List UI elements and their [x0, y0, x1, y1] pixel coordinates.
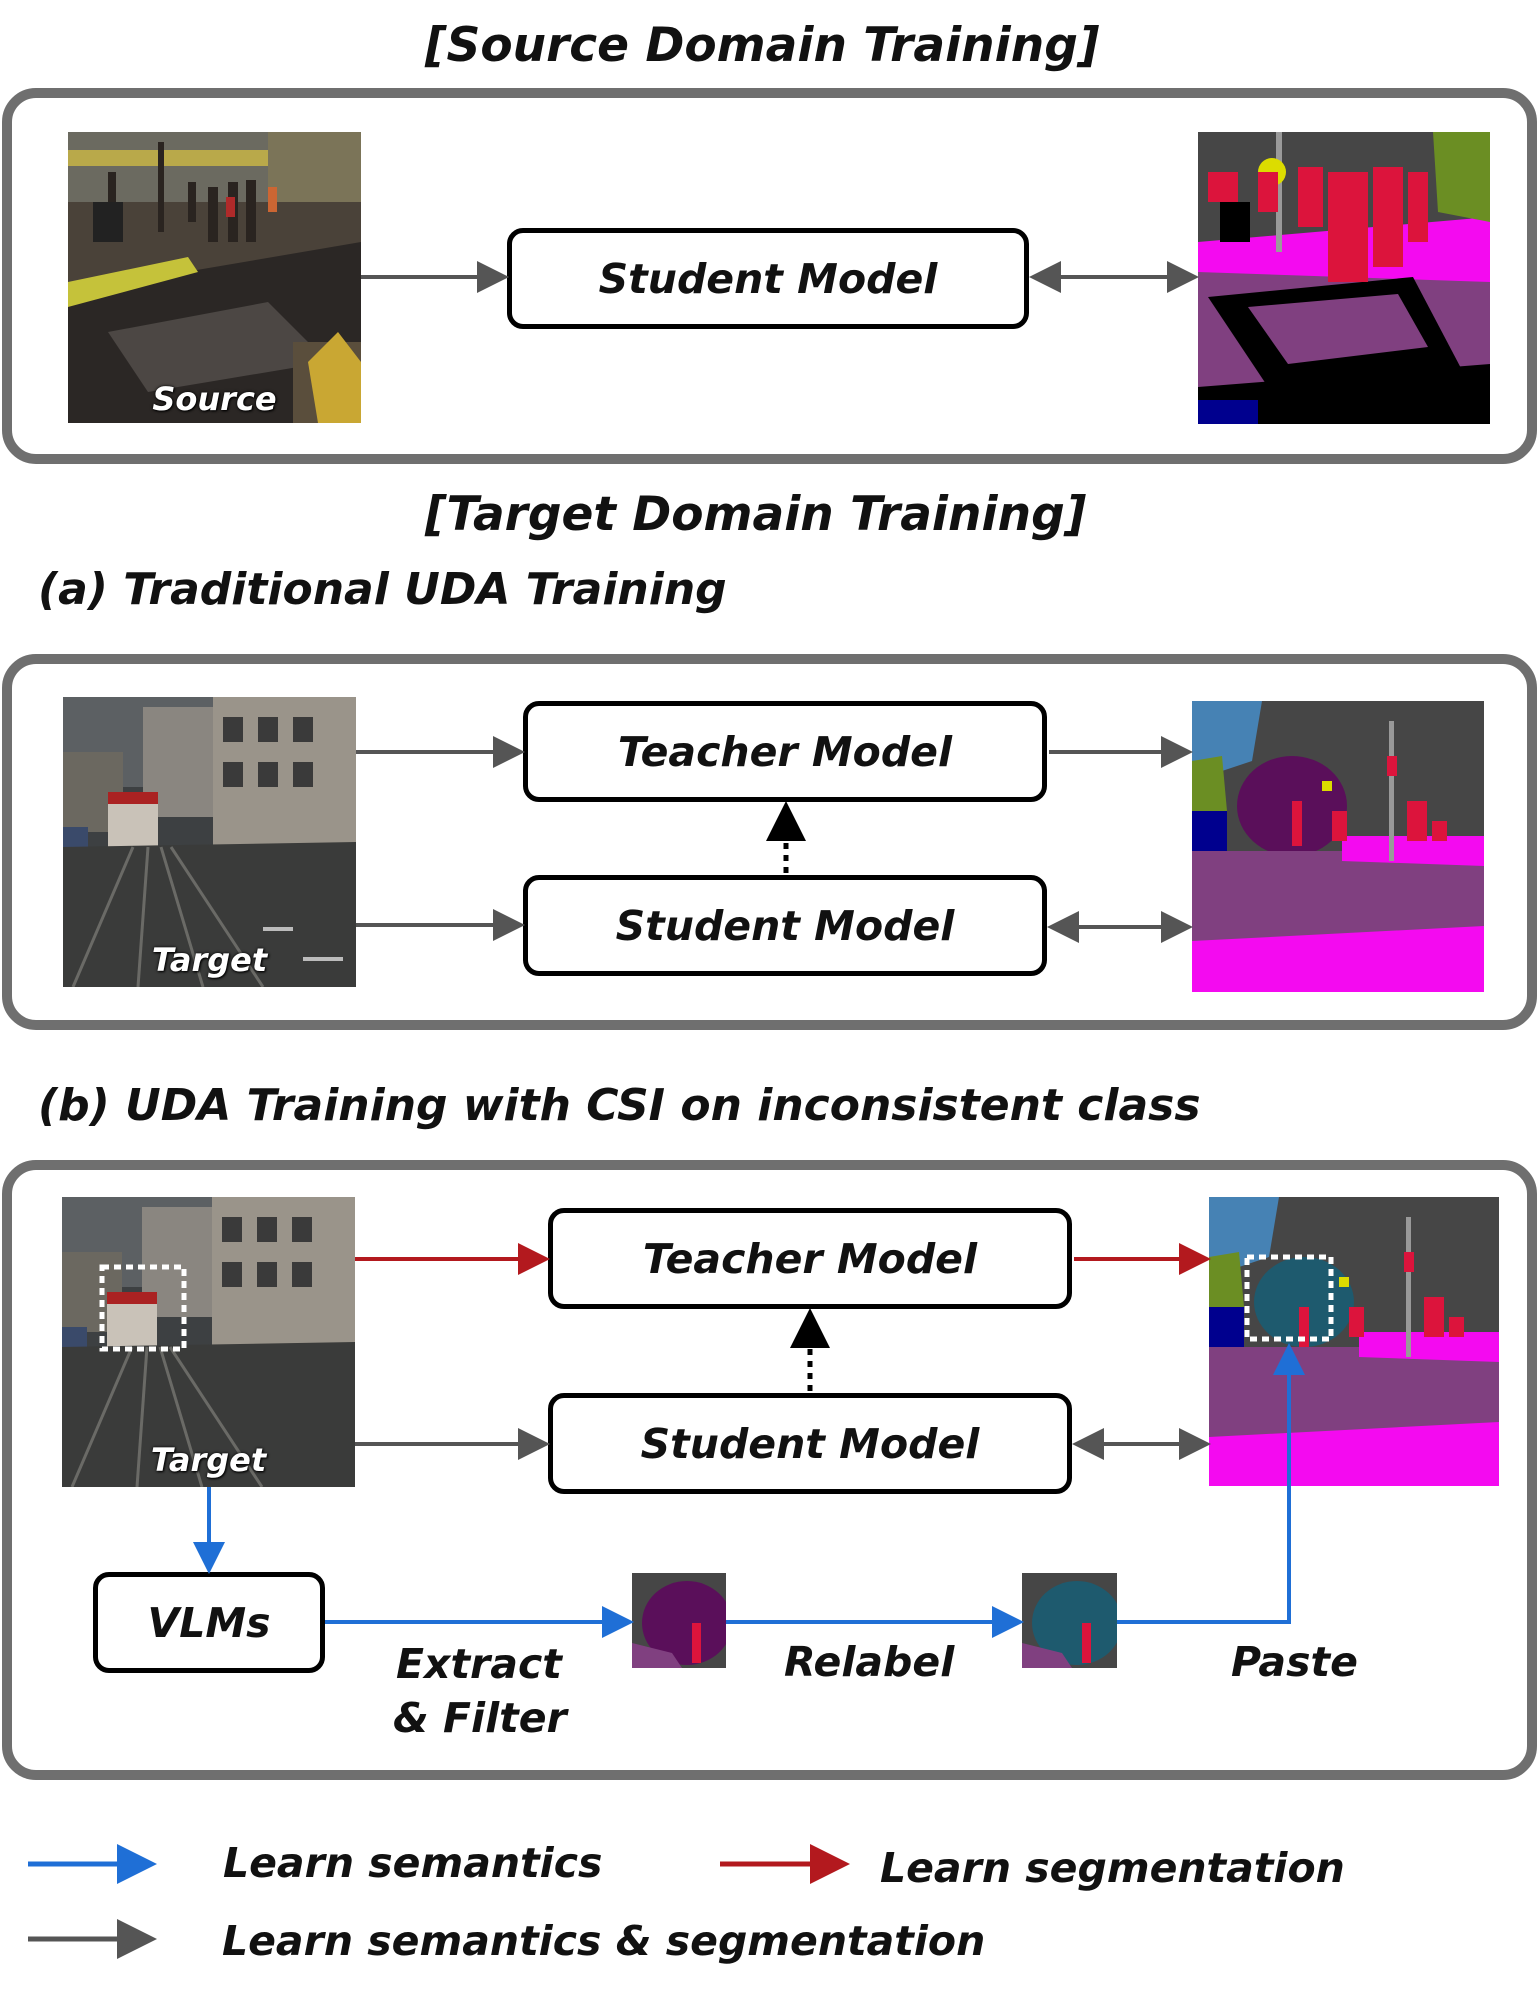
- relabel-to-paste-arrow: [1117, 1343, 1305, 1624]
- extract-filter-label-line1: Extract: [396, 1640, 562, 1688]
- relabeled-mask-thumbnail: [1022, 1573, 1117, 1668]
- legend-learn-both-label: Learn semantics & segmentation: [222, 1917, 986, 1965]
- panel-b-segmentation-map: [1209, 1197, 1499, 1486]
- panel-a-teacher-model-label: Teacher Model: [617, 727, 953, 776]
- source-section-title: [Source Domain Training]: [425, 18, 1100, 73]
- legend-learn-semantics-label: Learn semantics: [223, 1839, 603, 1887]
- panel-b-teacher-model-label: Teacher Model: [642, 1234, 978, 1283]
- panel-b-image-label: Target: [150, 1441, 267, 1479]
- paste-label: Paste: [1231, 1638, 1358, 1686]
- source-segmentation-map: [1198, 132, 1490, 424]
- panel-a-target-image: Target: [63, 697, 356, 987]
- panel-a-image-label: Target: [151, 941, 268, 979]
- panel-b-title: (b) UDA Training with CSI on inconsisten…: [38, 1080, 1201, 1131]
- panel-b-target-image: Target: [62, 1197, 355, 1487]
- relabel-label: Relabel: [784, 1638, 955, 1686]
- source-image: Source: [68, 132, 361, 423]
- source-student-model-box: Student Model: [507, 228, 1029, 329]
- extract-filter-label-line2: & Filter: [393, 1694, 567, 1742]
- panel-a-teacher-model-box: Teacher Model: [523, 701, 1047, 802]
- vlms-box: VLMs: [93, 1572, 325, 1673]
- panel-a-student-model-box: Student Model: [523, 875, 1047, 976]
- panel-a-title: (a) Traditional UDA Training: [38, 564, 727, 615]
- panel-a-segmentation-map: [1192, 701, 1484, 992]
- extracted-mask-thumbnail: [632, 1573, 726, 1668]
- panel-b-teacher-model-box: Teacher Model: [548, 1208, 1072, 1309]
- target-section-title: [Target Domain Training]: [425, 487, 1087, 542]
- source-image-label: Source: [152, 380, 277, 418]
- panel-b-student-model-box: Student Model: [548, 1393, 1072, 1494]
- source-student-model-label: Student Model: [598, 254, 938, 303]
- panel-a-student-model-label: Student Model: [615, 901, 955, 950]
- legend-learn-segmentation-label: Learn segmentation: [880, 1844, 1345, 1892]
- vlms-label: VLMs: [147, 1598, 271, 1647]
- panel-b-student-model-label: Student Model: [640, 1419, 980, 1468]
